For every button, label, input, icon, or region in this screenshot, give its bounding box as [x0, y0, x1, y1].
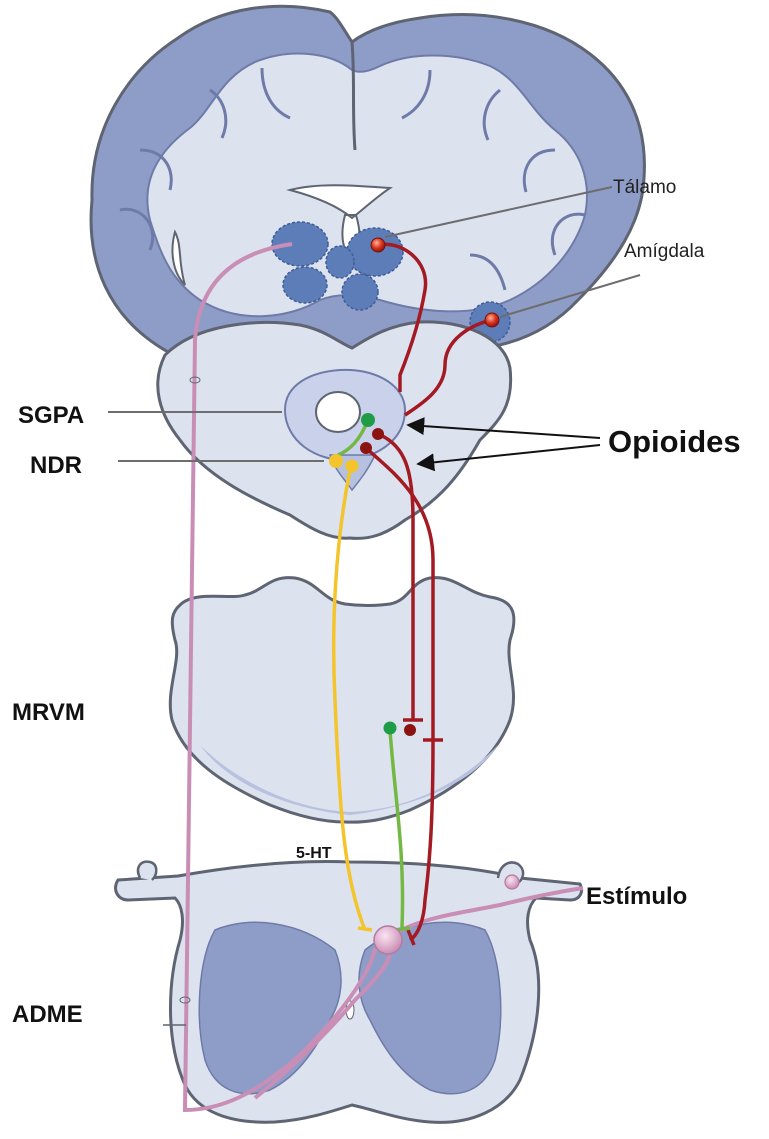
- label-mrvm: MRVM: [12, 699, 85, 726]
- ndr-neuron-2: [346, 460, 359, 473]
- label-adme: ADME: [12, 1001, 83, 1028]
- thalamus-neuron: [371, 238, 385, 252]
- label-talamo: Tálamo: [613, 177, 676, 198]
- pag-red-neuron-2: [360, 442, 372, 454]
- medulla-outline: [170, 578, 514, 823]
- label-opioides: Opioides: [608, 424, 741, 459]
- label-amigdala: Amígdala: [624, 241, 705, 262]
- brain-section: [91, 6, 644, 375]
- mrvm-red-neuron: [404, 724, 416, 736]
- mrvm-green-neuron: [384, 722, 397, 735]
- aqueduct: [316, 392, 360, 432]
- label-estimulo: Estímulo: [586, 883, 687, 910]
- amygdala-neuron: [485, 313, 499, 327]
- dorsal-root-left: [138, 862, 156, 880]
- ndr-neuron-1: [329, 454, 343, 468]
- label-5ht: 5-HT: [296, 845, 332, 862]
- pag-green-neuron: [361, 413, 375, 427]
- serotonergic-terminal: [358, 928, 372, 930]
- label-sgpa: SGPA: [18, 402, 84, 429]
- dorsal-root-ganglion: [505, 875, 519, 889]
- medulla-section: [170, 578, 514, 823]
- label-ndr: NDR: [30, 452, 82, 479]
- midbrain-section: [158, 322, 511, 539]
- dorsal-horn-neuron: [374, 926, 402, 954]
- pag-red-neuron-1: [372, 428, 384, 440]
